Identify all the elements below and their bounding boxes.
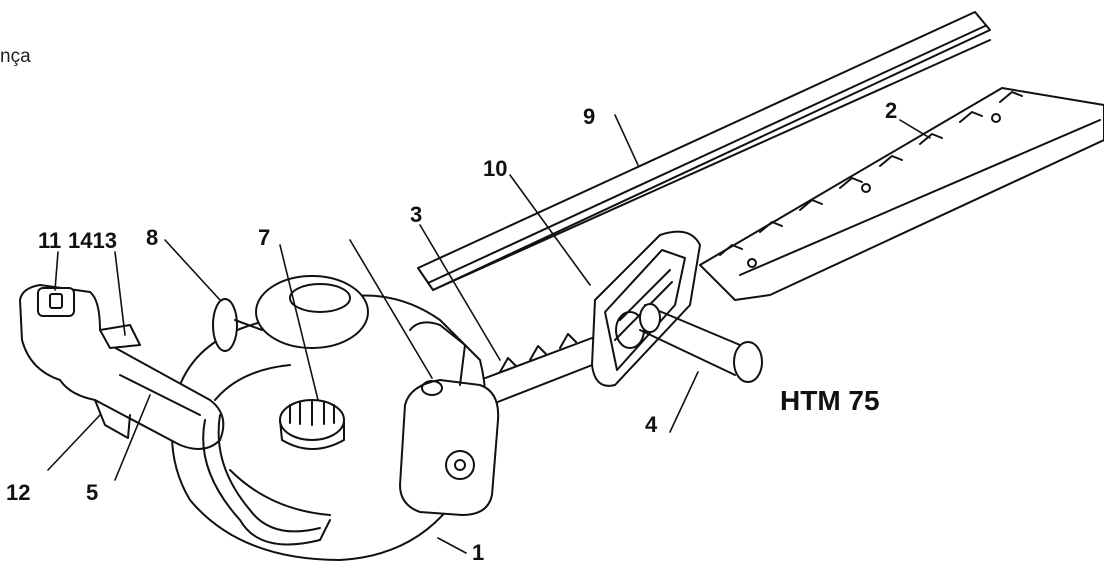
label-4: 4 [645, 412, 658, 437]
label-11: 11 [38, 228, 61, 253]
label-9: 9 [583, 104, 595, 129]
starter-grip [212, 298, 263, 352]
rear-handle [19, 284, 331, 546]
label-5: 5 [86, 480, 98, 505]
label-10: 10 [483, 156, 507, 181]
part-labels: 9 2 10 3 7 8 11 1413 4 12 5 1 HTM 75 [6, 98, 897, 565]
model-name: HTM 75 [780, 385, 880, 416]
lower-blade [479, 333, 606, 406]
label-12: 12 [6, 480, 30, 505]
label-7: 7 [258, 225, 270, 250]
label-8: 8 [146, 225, 158, 250]
cutter-blade [699, 87, 1104, 301]
blade-guard-bar [417, 11, 991, 291]
fuel-cap [279, 399, 345, 450]
label-2: 2 [885, 98, 897, 123]
front-handle [639, 303, 763, 383]
label-1413: 1413 [68, 228, 117, 253]
label-3: 3 [410, 202, 422, 227]
label-1: 1 [472, 540, 484, 565]
caption-fragment: nça [0, 46, 31, 67]
leader-lines [47, 114, 931, 554]
